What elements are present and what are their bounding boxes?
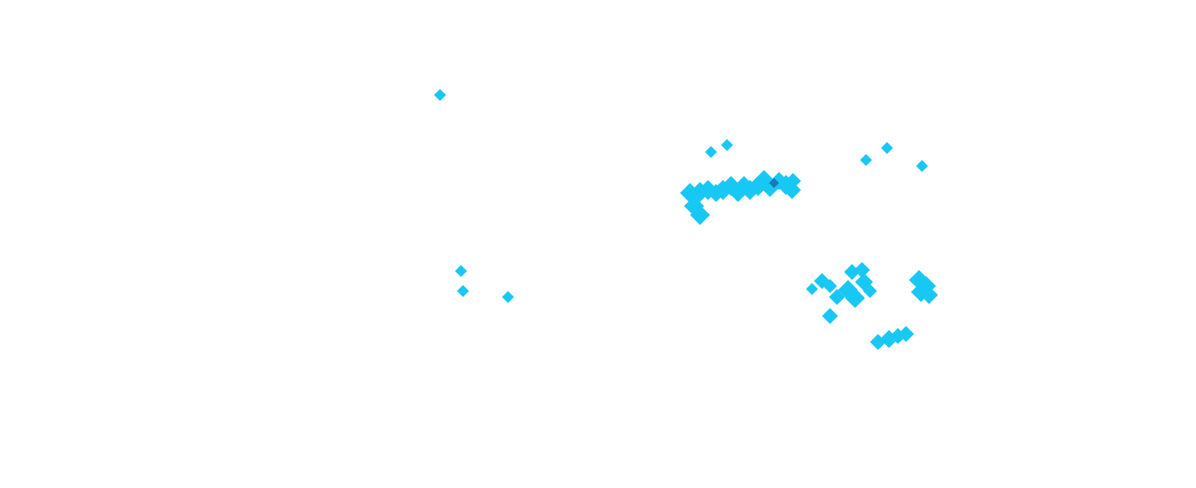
map-marker-diamond[interactable]: [860, 154, 872, 166]
map-marker-highlighted[interactable]: [769, 178, 779, 188]
map-marker-diamond[interactable]: [916, 160, 928, 172]
map-marker-diamond[interactable]: [854, 262, 870, 278]
map-marker-diamond[interactable]: [690, 205, 710, 225]
map-marker-diamond[interactable]: [502, 291, 514, 303]
map-marker-diamond[interactable]: [855, 273, 873, 291]
map-marker-diamond[interactable]: [822, 308, 838, 324]
map-marker-diamond[interactable]: [806, 283, 818, 295]
map-marker-diamond[interactable]: [457, 285, 469, 297]
map-marker-diamond[interactable]: [705, 146, 717, 158]
map-marker-diamond[interactable]: [881, 142, 893, 154]
map-marker-diamond[interactable]: [455, 265, 467, 277]
map-marker-diamond[interactable]: [845, 288, 865, 308]
map-marker-diamond[interactable]: [920, 286, 938, 304]
map-marker-diamond[interactable]: [898, 326, 914, 342]
map-marker-diamond[interactable]: [721, 139, 733, 151]
map-marker-diamond[interactable]: [785, 173, 801, 189]
map-marker-diamond[interactable]: [823, 279, 837, 293]
map-marker-diamond[interactable]: [434, 89, 446, 101]
